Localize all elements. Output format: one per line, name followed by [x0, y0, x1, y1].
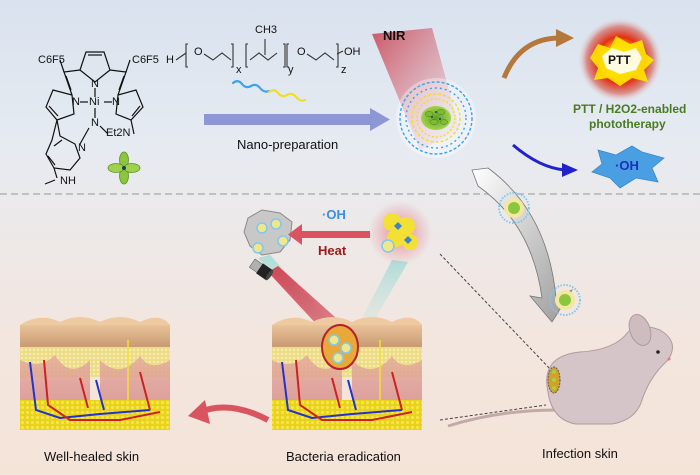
subscript-x: x — [236, 64, 242, 76]
nir-label: NIR — [383, 28, 406, 43]
nitrogen-label: N — [78, 142, 86, 154]
skin-block-well-healed — [20, 317, 170, 430]
nanoparticle-small-1 — [498, 192, 530, 224]
nano-preparation-label: Nano-preparation — [237, 137, 339, 152]
therapy-label-line2: phototherapy — [589, 117, 666, 131]
heat-arrow — [288, 224, 370, 245]
callout-line — [439, 404, 547, 421]
nanoparticle-small-2 — [549, 284, 581, 316]
subscript-z: z — [341, 64, 347, 76]
polymer-structure — [175, 39, 344, 68]
ptt-burst-icon — [578, 18, 662, 102]
metal-center-label: Ni — [89, 96, 100, 108]
nano-preparation-arrow — [204, 108, 390, 131]
laser-device-icon — [248, 258, 274, 281]
ptt-badge: PTT — [608, 53, 631, 67]
nitrogen-label: N — [72, 96, 80, 108]
ptt-arrow — [501, 35, 561, 79]
oh-badge: ·OH — [615, 158, 639, 173]
green-molecule-icon — [107, 151, 141, 185]
stage-label-bacteria-eradication: Bacteria eradication — [286, 449, 401, 464]
dead-bacteria-cluster — [243, 209, 293, 256]
callout-line — [439, 253, 554, 373]
healing-arrow — [198, 404, 270, 423]
nitrogen-label: N — [112, 96, 120, 108]
mouse-illustration — [447, 314, 673, 428]
polymer-end-right: OH — [344, 46, 361, 58]
molecule-substituent-left: C6F5 — [38, 54, 65, 66]
oh-star-icon — [591, 145, 665, 189]
ni-complex-structure — [44, 51, 144, 185]
nitrogen-label: N — [91, 117, 99, 129]
stage-label-well-healed: Well-healed skin — [44, 449, 140, 464]
amine-group-label: Et2N — [106, 127, 131, 139]
oxygen-label: O — [297, 46, 306, 58]
stage-label-infection-skin: Infection skin — [542, 446, 618, 461]
oxygen-label: O — [194, 46, 203, 58]
oh-label: ·OH — [322, 207, 346, 222]
subscript-y: y — [288, 64, 294, 76]
nanoparticle-top — [396, 78, 476, 158]
polymer-chain-icon — [231, 80, 307, 102]
heat-label: Heat — [318, 243, 347, 258]
pyridine-amine-label: NH — [60, 175, 76, 187]
molecule-substituent-right: C6F5 — [132, 54, 159, 66]
skin-block-bacteria-eradication — [272, 317, 422, 430]
polymer-end-left: H — [166, 54, 174, 66]
methyl-group-label: CH3 — [255, 24, 278, 36]
nitrogen-label: N — [91, 78, 99, 90]
therapy-label-line1: PTT / H2O2-enabled — [573, 102, 687, 116]
live-bacteria-cluster — [368, 201, 432, 265]
oh-arrow — [512, 143, 566, 172]
